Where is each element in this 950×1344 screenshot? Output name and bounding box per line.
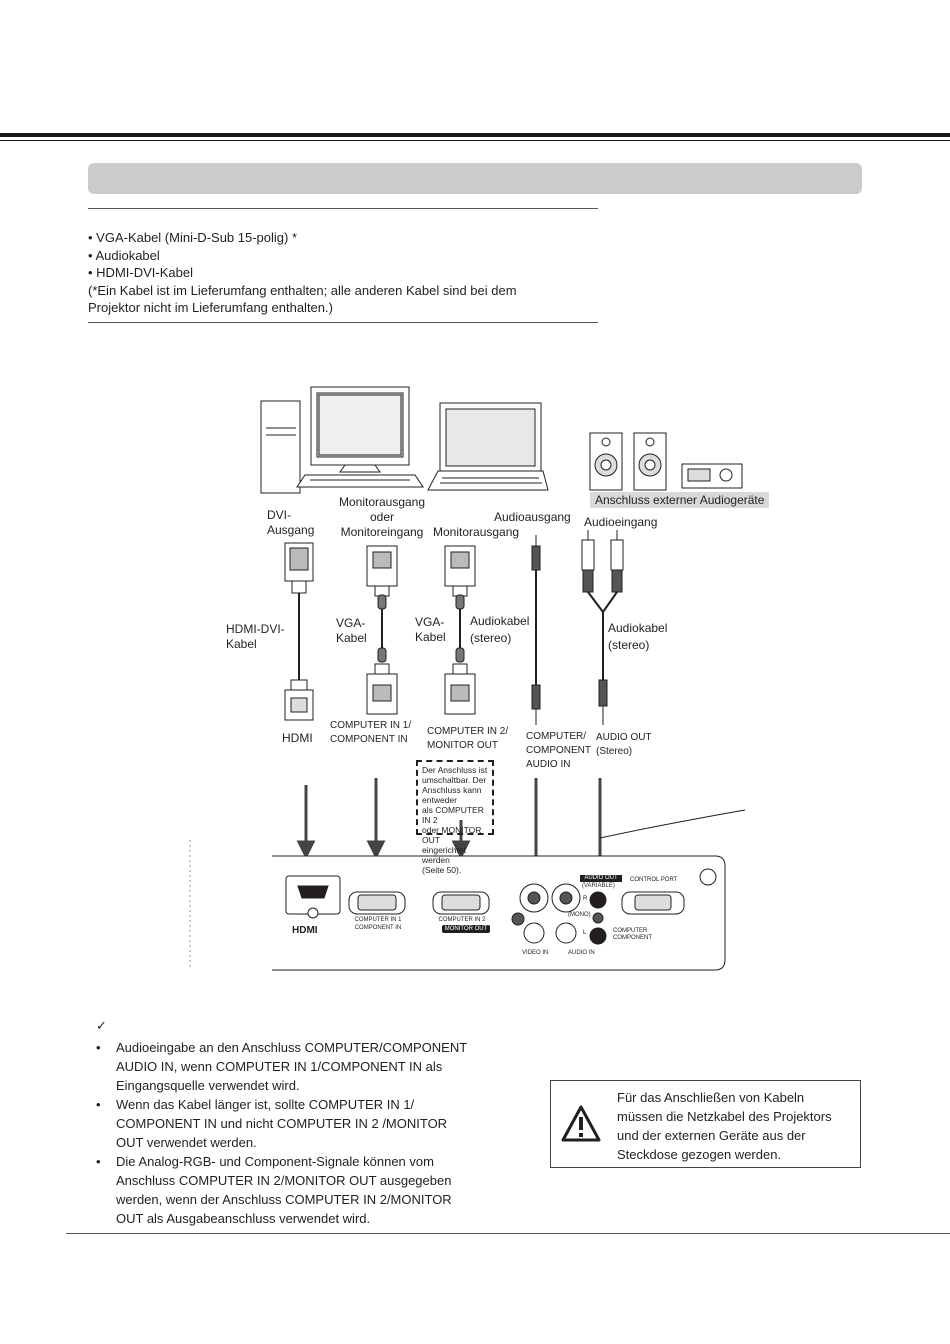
cable-note: (*Ein Kabel ist im Lieferumfang enthalte… <box>88 282 517 298</box>
panel-video-in-label: VIDEO IN <box>522 950 549 956</box>
audio-cable-2-label: Audiokabel(stereo) <box>608 621 668 652</box>
monitor-out-label: Monitorausgang <box>433 525 520 539</box>
panel-mono-label: (MONO) <box>568 912 591 918</box>
computer-in-2-label: COMPUTER IN 2/MONITOR OUT <box>427 726 509 751</box>
dvi-out-label: DVI-Ausgang <box>267 508 315 537</box>
cables-box: • VGA-Kabel (Mini-D-Sub 15-polig) * • Au… <box>88 208 598 323</box>
audio-plug-icon <box>531 535 541 725</box>
notes-section: ✓ • Audioeingabe an den Anschluss COMPUT… <box>96 1016 516 1228</box>
warning-triangle-icon <box>561 1105 601 1142</box>
bullet-icon: • <box>96 1040 101 1055</box>
panel-r-label: R <box>583 896 588 902</box>
desktop-computer-icon <box>260 386 424 494</box>
audio-out-port-label: AUDIO OUT(Stereo) <box>596 732 652 757</box>
computer-in-1-label: COMPUTER IN 1/COMPONENT IN <box>330 720 412 745</box>
cable-list: • VGA-Kabel (Mini-D-Sub 15-polig) * • Au… <box>88 229 517 317</box>
vga-connector-icon <box>366 545 398 597</box>
note-item: • Audioeingabe an den Anschluss COMPUTER… <box>96 1040 468 1093</box>
projector-panel <box>272 855 726 971</box>
cable-item: • HDMI-DVI-Kabel <box>88 265 193 280</box>
external-audio-label: Anschluss externer Audiogeräte <box>590 492 770 508</box>
hdmi-plug-icon <box>284 679 314 721</box>
header-rule <box>0 133 950 137</box>
hdmi-dvi-cable-label: HDMI-DVI-Kabel <box>226 622 285 651</box>
note-item: • Wenn das Kabel länger ist, sollte COMP… <box>96 1097 448 1150</box>
amplifier-icon <box>681 463 743 489</box>
vga-cable-2-label: VGA-Kabel <box>415 615 446 644</box>
panel-hdmi-logo: HDMI <box>292 925 318 936</box>
panel-l-label: L <box>583 930 587 936</box>
dvi-connector-icon <box>284 542 314 594</box>
note-item: • Die Analog-RGB- und Component-Signale … <box>96 1154 452 1226</box>
bullet-icon: • <box>96 1097 101 1112</box>
panel-control-port-label: CONTROL PORT <box>630 877 678 883</box>
diagram-graphics <box>189 386 746 971</box>
vga-connector-icon <box>444 545 476 597</box>
connection-diagram: Anschluss externer Audiogeräte DVI-Ausga… <box>180 380 780 980</box>
footer-rule <box>66 1233 950 1234</box>
bullet-icon: • <box>96 1154 101 1169</box>
panel-audio-in-label: AUDIO IN <box>568 950 595 956</box>
cable-item: • Audiokabel <box>88 247 160 263</box>
panel-audio-out-label: AUDIO OUT <box>580 875 622 882</box>
vga-cable-1-label: VGA-Kabel <box>336 616 367 645</box>
panel-variable-label: (VARIABLE) <box>582 883 615 889</box>
audio-in-label: Audioeingang <box>584 515 658 529</box>
laptop-icon <box>427 402 549 491</box>
hdmi-label: HDMI <box>282 731 313 745</box>
audio-cable-1-label: Audiokabel(stereo) <box>470 614 530 645</box>
audio-out-label: Audioausgang <box>494 510 571 524</box>
panel-monitor-out-label: MONITOR OUT <box>442 925 490 933</box>
header-rule-thin <box>0 140 950 141</box>
switchable-port-note: Der Anschluss ist umschaltbar. Der Ansch… <box>416 760 494 875</box>
speaker-icon <box>589 432 667 491</box>
cable-item: • VGA-Kabel (Mini-D-Sub 15-polig) * <box>88 230 298 245</box>
cable-note: Projektor nicht im Lieferumfang enthalte… <box>88 300 333 315</box>
warning-box: Für das Anschließen von Kabeln müssen di… <box>550 1080 861 1168</box>
vga-connector-icon <box>366 663 398 715</box>
vga-connector-icon <box>444 663 476 715</box>
warning-text: Für das Anschließen von Kabeln müssen di… <box>617 1090 832 1162</box>
rca-plug-icon <box>581 530 624 725</box>
section-title-bar <box>88 163 862 194</box>
check-icon: ✓ <box>96 1018 107 1033</box>
panel-computer-in-2-label: COMPUTER IN 2 <box>438 917 486 923</box>
